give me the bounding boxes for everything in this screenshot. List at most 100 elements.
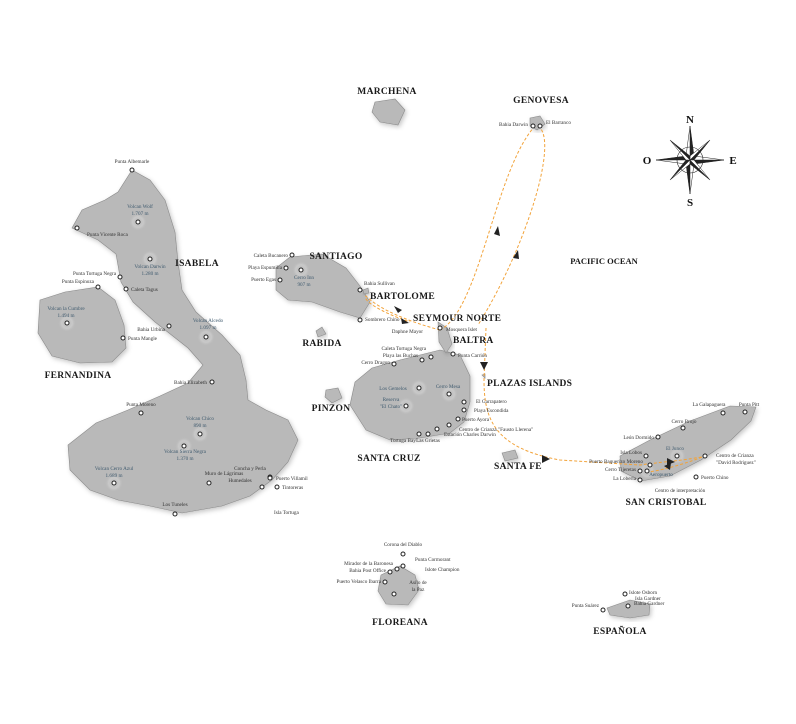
place-los-gemelos[interactable]: Los Gemelos (379, 385, 422, 392)
place-punta-sua-rez[interactable]: Punta Suárez (572, 603, 606, 613)
location-marker-icon[interactable] (461, 407, 467, 413)
location-marker-icon[interactable] (437, 325, 443, 331)
location-marker-icon[interactable] (655, 434, 661, 440)
place-humedales[interactable]: Humedales (228, 478, 265, 490)
place-tintoreras[interactable]: Tintoreras (274, 484, 303, 491)
location-marker-icon[interactable] (391, 361, 397, 367)
location-marker-icon[interactable] (637, 477, 643, 483)
location-marker-icon[interactable] (298, 267, 304, 273)
location-marker-icon[interactable] (680, 425, 686, 431)
place-daphne-mayor[interactable]: Daphne Mayor (392, 329, 424, 335)
place-bahia-sullivan[interactable]: Bahia Sullivan (357, 281, 395, 293)
location-marker-icon[interactable] (203, 334, 209, 340)
location-marker-icon[interactable] (742, 409, 748, 415)
location-marker-icon[interactable] (394, 566, 400, 572)
place-punta-vicente-roca[interactable]: Punta Vicente Roca (74, 225, 128, 238)
location-marker-icon[interactable] (446, 422, 452, 428)
location-marker-icon[interactable] (259, 484, 265, 490)
location-marker-icon[interactable] (647, 462, 653, 468)
location-marker-icon[interactable] (111, 480, 117, 486)
place-el-garrapatero[interactable]: El Garrapatero (461, 399, 507, 405)
place-la-loberi-a[interactable]: La Lobería (613, 476, 643, 483)
location-marker-icon[interactable] (166, 323, 172, 329)
place-punta-moreno[interactable]: Punta Moreno (126, 402, 156, 416)
place-cerro-mesa[interactable]: Cerro Mesa (436, 384, 461, 397)
place-puerto-baquerizo-moreno[interactable]: Puerto Baquerizo Moreno (589, 459, 653, 468)
location-marker-icon[interactable] (600, 607, 606, 613)
location-marker-icon[interactable] (357, 287, 363, 293)
place-los-tuneles[interactable]: Los Tuneles (162, 502, 188, 517)
place-punta-pitt[interactable]: Punta Pitt (739, 402, 760, 415)
place-caleta-bucanero[interactable]: Caleta Bucanero (254, 252, 295, 259)
place-aeropuerto[interactable]: Aeropuerto (644, 468, 673, 478)
location-marker-icon[interactable] (720, 410, 726, 416)
place-las-grietas[interactable]: Las Grietas (416, 431, 440, 444)
place-puerto-ayora[interactable]: Puerto Ayora (455, 416, 490, 423)
place-punta-espinoza[interactable]: Punta Espinoza (62, 279, 101, 290)
place-bahia-post-office[interactable]: Bahia Post Office (349, 567, 393, 575)
location-marker-icon[interactable] (643, 453, 649, 459)
place-muro-de-la-grimas[interactable]: Muro de Lágrimas (205, 471, 244, 486)
place-bahia-gardner[interactable]: Bahia Gardner (625, 601, 665, 609)
place-punta-cormorant[interactable]: Punta Cormorant (400, 557, 451, 569)
place-el-junco[interactable]: El Junco (666, 446, 684, 459)
location-marker-icon[interactable] (197, 431, 203, 437)
bartolome-island[interactable] (362, 287, 370, 295)
location-marker-icon[interactable] (135, 219, 141, 225)
santa-cruz-island[interactable] (349, 349, 471, 441)
fernandina-island[interactable] (37, 286, 127, 364)
place-puerto-egas[interactable]: Puerto Egas (251, 277, 283, 283)
place-mirador-de-la-baronesa[interactable]: Mirador de la Baronesa (344, 561, 400, 572)
place-islote-champion[interactable]: Islote Champion (425, 567, 460, 573)
location-marker-icon[interactable] (274, 484, 280, 490)
location-marker-icon[interactable] (403, 403, 409, 409)
location-marker-icon[interactable] (123, 286, 129, 292)
location-marker-icon[interactable] (129, 167, 135, 173)
location-marker-icon[interactable] (120, 335, 126, 341)
place-punta-mangle[interactable]: Punta Mangle (120, 335, 158, 342)
place-mosquera-islet[interactable]: Mosquera Islet (437, 325, 478, 333)
location-marker-icon[interactable] (283, 265, 289, 271)
place-centro-de-interpretacio-n[interactable]: Centro de interpretación (655, 488, 706, 494)
place-punta-tortuga-negra[interactable]: Punta Tortuga Negra (73, 271, 123, 280)
location-marker-icon[interactable] (455, 416, 461, 422)
location-marker-icon[interactable] (425, 431, 431, 437)
location-marker-icon[interactable] (64, 320, 70, 326)
location-marker-icon[interactable] (416, 385, 422, 391)
place-sombrero-chino[interactable]: Sombrero Chino (357, 317, 400, 323)
location-marker-icon[interactable] (387, 569, 393, 575)
place-puerto-chino[interactable]: Puerto Chino (693, 474, 729, 481)
place-tortuga-bay[interactable]: Tortuga Bay (390, 431, 422, 444)
location-marker-icon[interactable] (622, 591, 628, 597)
location-marker-icon[interactable] (434, 426, 440, 432)
espanola-island[interactable] (606, 599, 651, 619)
place-centro-de-crianza-fausto-llerena[interactable]: Centro de Crianza "Fausto Llerena" (446, 422, 533, 433)
location-marker-icon[interactable] (530, 123, 536, 129)
location-marker-icon[interactable] (206, 480, 212, 486)
location-marker-icon[interactable] (416, 431, 422, 437)
place-isla-gardner[interactable]: Isla Gardner (635, 596, 661, 602)
santa-fe-island[interactable] (501, 449, 519, 462)
santiago-island[interactable] (275, 253, 371, 319)
place-cerro-dragon[interactable]: Cerro Dragon (361, 360, 397, 367)
location-marker-icon[interactable] (74, 225, 80, 231)
location-marker-icon[interactable] (428, 354, 434, 360)
location-marker-icon[interactable] (267, 475, 273, 481)
location-marker-icon[interactable] (644, 468, 650, 474)
location-marker-icon[interactable] (209, 379, 215, 385)
place-estacio-n-charles-darwin[interactable]: Estación Charles Darwin (434, 426, 496, 438)
location-marker-icon[interactable] (277, 277, 283, 283)
pinzon-island[interactable] (324, 387, 343, 404)
location-marker-icon[interactable] (625, 603, 631, 609)
place-caleta-tagus[interactable]: Caleta Tagus (123, 286, 158, 293)
place-leo-n-dormido[interactable]: León Dormido (623, 434, 661, 441)
place-playa-espumilla[interactable]: Playa Espumilla (248, 265, 289, 271)
location-marker-icon[interactable] (450, 351, 456, 357)
